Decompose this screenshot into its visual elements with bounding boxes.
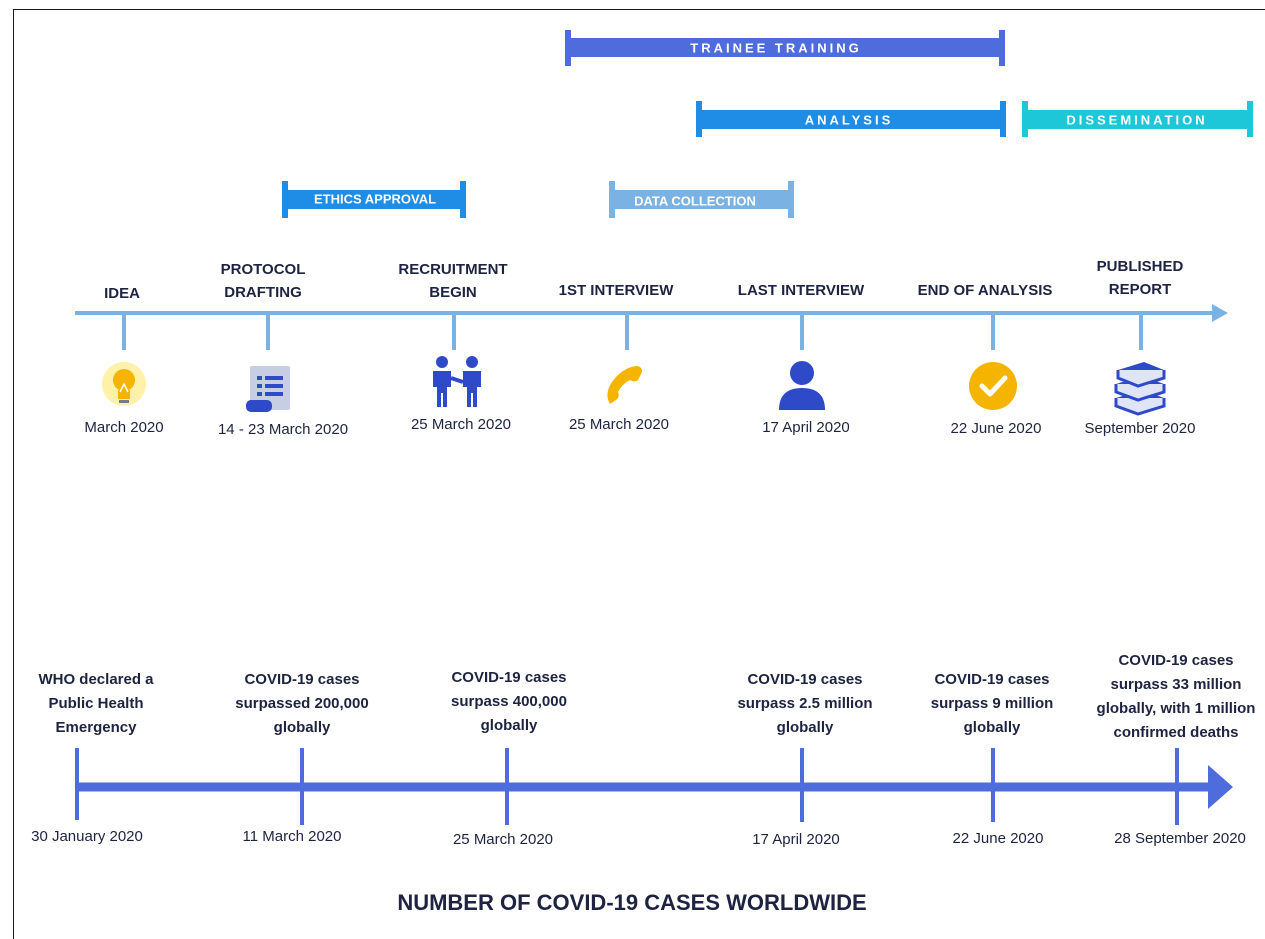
phase-bar-data-collection — [609, 181, 794, 218]
covid-timeline-title: NUMBER OF COVID-19 CASES WORLDWIDE — [397, 890, 867, 915]
covid-timeline-axis — [75, 748, 1233, 825]
milestone-date: 14 - 23 March 2020 — [217, 421, 349, 438]
covid-event-line: confirmed deaths — [1113, 724, 1239, 741]
phase-label-dissemination: DISSEMINATION — [1066, 112, 1208, 128]
covid-event-line: Public Health — [48, 695, 144, 712]
covid-event-date: 11 March 2020 — [242, 828, 342, 845]
books-icon — [1114, 362, 1166, 416]
covid-event-date: 28 September 2020 — [1114, 830, 1246, 847]
covid-event-label: COVID-19 cases surpass 33 million global… — [1097, 649, 1256, 745]
milestone-label-line: PROTOCOL — [220, 261, 306, 278]
phone-icon — [607, 366, 642, 404]
milestone-label-line: REPORT — [1108, 281, 1172, 298]
covid-event-line: globally — [273, 719, 331, 736]
study-timeline-axis — [75, 304, 1228, 350]
milestone-label: PROTOCOL DRAFTING — [221, 258, 306, 304]
covid-event-date: 25 March 2020 — [452, 831, 554, 848]
phase-bar-analysis — [696, 101, 1006, 137]
covid-event-line: Emergency — [55, 719, 137, 736]
phase-label-trainee-training: TRAINEE TRAINING — [690, 40, 862, 56]
milestone-label: IDEA — [104, 285, 140, 302]
covid-event-date: 22 June 2020 — [952, 830, 1044, 847]
covid-event-line: globally — [480, 717, 538, 734]
covid-event-label: COVID-19 cases surpassed 200,000 globall… — [235, 668, 368, 740]
milestone-date: 25 March 2020 — [410, 416, 512, 433]
covid-event-line: globally — [776, 719, 834, 736]
milestone-label-line: RECRUITMENT — [398, 261, 508, 278]
phase-bar-dissemination — [1022, 101, 1253, 137]
covid-event-line: COVID-19 cases — [747, 671, 863, 688]
covid-event-line: COVID-19 cases — [1118, 652, 1234, 669]
covid-event-line: WHO declared a — [38, 671, 154, 688]
figure-border — [13, 9, 1265, 939]
milestone-label: LAST INTERVIEW — [737, 282, 865, 299]
handshake-people-icon — [433, 356, 481, 407]
milestone-date: 17 April 2020 — [762, 419, 850, 436]
phase-label-ethics-approval: ETHICS APPROVAL — [313, 191, 437, 207]
milestone-label-line: BEGIN — [429, 284, 477, 301]
phase-bar-ethics-approval — [282, 181, 466, 218]
covid-event-label: WHO declared a Public Health Emergency — [38, 668, 153, 740]
covid-event-line: globally — [963, 719, 1021, 736]
covid-event-line: surpass 400,000 — [451, 693, 567, 710]
covid-event-line: surpassed 200,000 — [235, 695, 369, 712]
person-icon — [779, 361, 825, 410]
covid-event-label: COVID-19 cases surpass 2.5 million globa… — [737, 668, 872, 740]
phase-bar-trainee-training — [565, 30, 1005, 66]
milestone-label: RECRUITMENT BEGIN — [398, 258, 507, 304]
document-icon — [246, 366, 290, 412]
covid-event-line: surpass 33 million — [1110, 676, 1242, 693]
covid-event-date: 30 January 2020 — [31, 828, 143, 845]
milestone-date: September 2020 — [1084, 420, 1196, 437]
covid-event-line: COVID-19 cases — [244, 671, 360, 688]
covid-event-date: 17 April 2020 — [752, 831, 840, 848]
milestone-label-line: PUBLISHED — [1096, 258, 1184, 275]
milestone-label: END OF ANALYSIS — [917, 282, 1053, 299]
covid-event-label: COVID-19 cases surpass 9 million globall… — [931, 668, 1054, 740]
milestone-date: 25 March 2020 — [568, 416, 670, 433]
lightbulb-icon — [102, 362, 146, 406]
covid-event-label: COVID-19 cases surpass 400,000 globally — [451, 666, 567, 738]
covid-event-line: COVID-19 cases — [451, 669, 567, 686]
covid-event-line: globally, with 1 million — [1096, 700, 1256, 717]
phase-label-data-collection: DATA COLLECTION — [634, 193, 756, 209]
covid-event-line: COVID-19 cases — [934, 671, 1050, 688]
milestone-date: 22 June 2020 — [950, 420, 1042, 437]
milestone-label-line: DRAFTING — [224, 284, 302, 301]
covid-event-line: surpass 2.5 million — [737, 695, 873, 712]
milestone-label: PUBLISHED REPORT — [1097, 255, 1184, 301]
covid-event-line: surpass 9 million — [930, 695, 1054, 712]
check-circle-icon — [969, 362, 1017, 410]
milestone-date: March 2020 — [84, 419, 164, 436]
phase-label-analysis: ANALYSIS — [804, 112, 894, 128]
milestone-label: 1ST INTERVIEW — [558, 282, 674, 299]
